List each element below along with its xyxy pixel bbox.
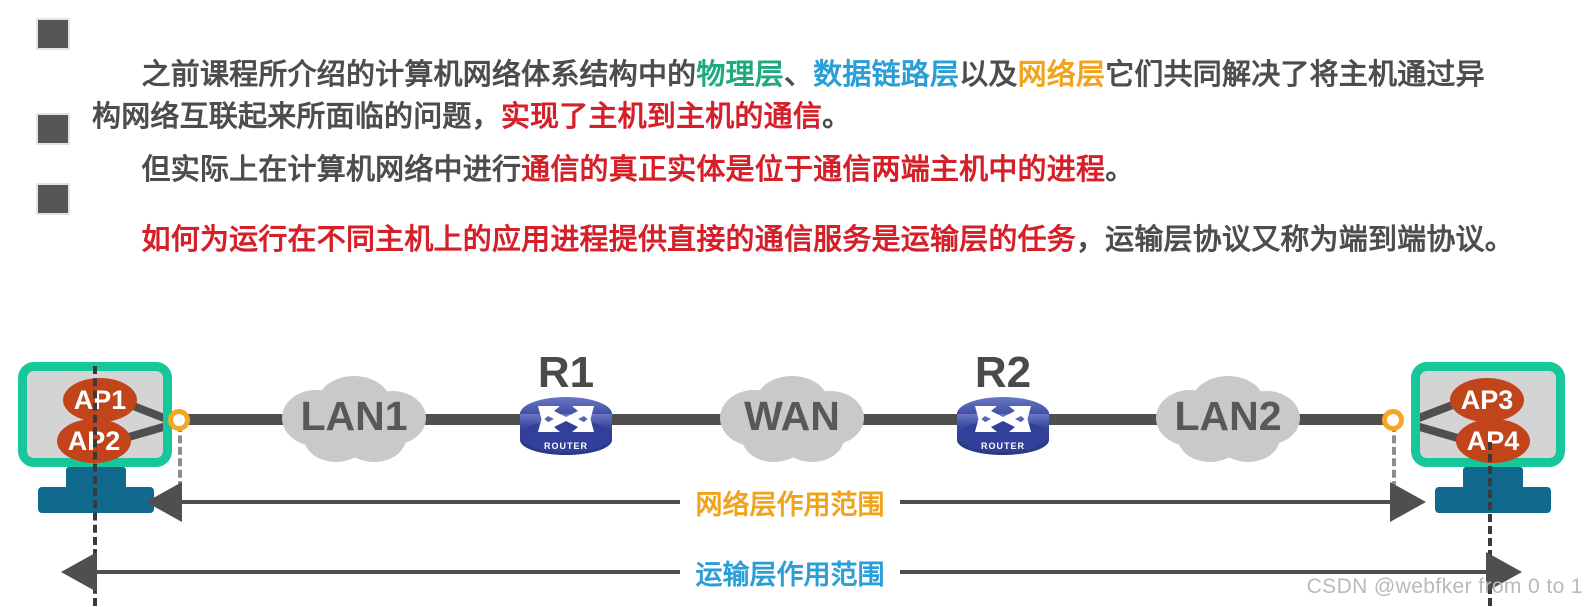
transport-layer-range-arrow <box>61 552 1522 592</box>
router-icon: ROUTER <box>957 397 1049 455</box>
bullet-text-1: 之前课程所介绍的计算机网络体系结构中的物理层、数据链路层以及网络层它们共同解决了… <box>92 12 1485 180</box>
process-ap3: AP3 <box>1450 378 1524 422</box>
svg-text:ROUTER: ROUTER <box>981 441 1025 451</box>
bullet-item-2: 但实际上在计算机网络中进行通信的真正实体是位于通信两端主机中的进程。 <box>36 107 1556 233</box>
bullet-1-seg-1: 物理层 <box>696 59 784 91</box>
square-bullet-icon <box>36 183 70 215</box>
router-icon: ROUTER <box>520 397 612 455</box>
cloud-label-lan1: LAN1 <box>300 392 408 439</box>
bullet-3-seg-1: ，运输层协议又称为端到端协议。 <box>1075 224 1514 256</box>
router-r2-label: R2 <box>974 348 1032 397</box>
bullet-1-seg-6: 它们共同解决了将主机通过异 构网络互联起来所面临的问题， <box>92 59 1485 133</box>
bullet-1-seg-4: 以及 <box>959 59 1018 91</box>
right-host-stand-base <box>1435 487 1551 513</box>
bullet-text-3: 如何为运行在不同主机上的应用进程提供直接的通信服务是运输层的任务，运输层协议又称… <box>92 177 1514 303</box>
process-ap1: AP1 <box>63 378 137 422</box>
dashed-line-right-port <box>1392 424 1396 512</box>
process-ap4: AP4 <box>1456 419 1530 463</box>
bullet-text-2: 但实际上在计算机网络中进行通信的真正实体是位于通信两端主机中的进程。 <box>92 107 1135 233</box>
network-diagram: AP1 AP2 LAN1 R1 <box>0 330 1591 607</box>
network-layer-range-label-wrap: 网络层作用范围 <box>680 482 900 522</box>
left-host-port <box>168 409 190 431</box>
bullet-2-seg-2: 。 <box>1105 154 1135 186</box>
router-r1: R1 ROUTER <box>516 348 616 458</box>
router-r2: R2 ROUTER <box>953 348 1053 458</box>
cloud-wan: WAN <box>712 368 872 464</box>
bullet-3-seg-0: 如何为运行在不同主机上的应用进程提供直接的通信服务是运输层的任务 <box>141 224 1076 256</box>
wire-r2-lan2 <box>1048 414 1163 425</box>
network-layer-range-label: 网络层作用范围 <box>695 489 885 520</box>
bullet-item-3: 如何为运行在不同主机上的应用进程提供直接的通信服务是运输层的任务，运输层协议又称… <box>36 177 1581 303</box>
router-r1-label: R1 <box>537 348 595 397</box>
square-bullet-icon <box>36 113 70 145</box>
wire-lan2-host2 <box>1282 414 1397 425</box>
bullet-2-seg-1: 通信的真正实体是位于通信两端主机中的进程 <box>521 154 1106 186</box>
svg-text:ROUTER: ROUTER <box>544 441 588 451</box>
bullet-1-seg-3: 数据链路层 <box>813 59 960 91</box>
wire-lan1-r1 <box>400 414 520 425</box>
bullet-2-seg-0: 但实际上在计算机网络中进行 <box>141 154 522 186</box>
dashed-line-left-port <box>178 424 182 512</box>
cloud-label-wan: WAN <box>744 392 840 439</box>
right-host-port <box>1382 409 1404 431</box>
cloud-shape-icon <box>720 376 864 462</box>
bullet-1-seg-2: 、 <box>783 59 814 91</box>
right-host-box: AP3 AP4 <box>1411 362 1565 467</box>
dashed-line-right-host <box>1488 442 1492 606</box>
cloud-shape-icon <box>282 376 426 462</box>
cloud-label-lan2: LAN2 <box>1174 392 1282 439</box>
csdn-watermark: CSDN @webfker from 0 to 1 <box>1306 575 1583 598</box>
network-layer-range-arrow <box>146 482 1426 522</box>
bullet-1-seg-5: 网络层 <box>1017 59 1106 91</box>
cloud-shape-icon <box>1156 376 1300 462</box>
square-bullet-icon <box>36 18 70 50</box>
cloud-lan1: LAN1 <box>274 368 434 464</box>
transport-layer-range-label: 运输层作用范围 <box>695 559 885 590</box>
cloud-lan2: LAN2 <box>1148 368 1308 464</box>
bullet-1-seg-8: 。 <box>822 101 852 133</box>
wire-r1-wan <box>612 414 722 425</box>
wire-wan-r2 <box>845 414 960 425</box>
dashed-line-left-host <box>93 366 97 606</box>
bullet-1-seg-7: 实现了主机到主机的通信 <box>500 101 823 133</box>
bullet-1-seg-0: 之前课程所介绍的计算机网络体系结构中的 <box>141 59 697 91</box>
transport-layer-range-label-wrap: 运输层作用范围 <box>680 552 900 592</box>
wire-host1-lan1 <box>176 414 296 425</box>
bullet-item-1: 之前课程所介绍的计算机网络体系结构中的物理层、数据链路层以及网络层它们共同解决了… <box>36 12 1556 180</box>
